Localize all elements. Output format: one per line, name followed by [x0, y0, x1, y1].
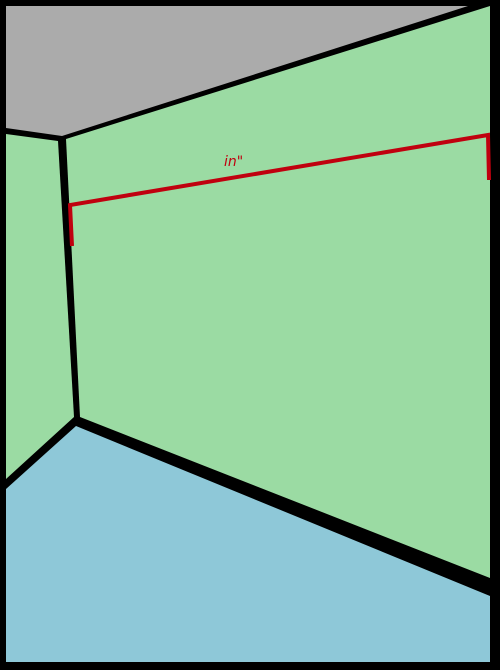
measurement-bracket-line: [67, 132, 491, 247]
left-wall-plane: [6, 134, 74, 479]
width-measurement: in": [67, 132, 491, 247]
ceiling-plane: [6, 6, 468, 136]
measurement-label: in": [224, 154, 243, 170]
floor-plane: [6, 426, 490, 662]
back-wall-plane: [66, 6, 490, 578]
